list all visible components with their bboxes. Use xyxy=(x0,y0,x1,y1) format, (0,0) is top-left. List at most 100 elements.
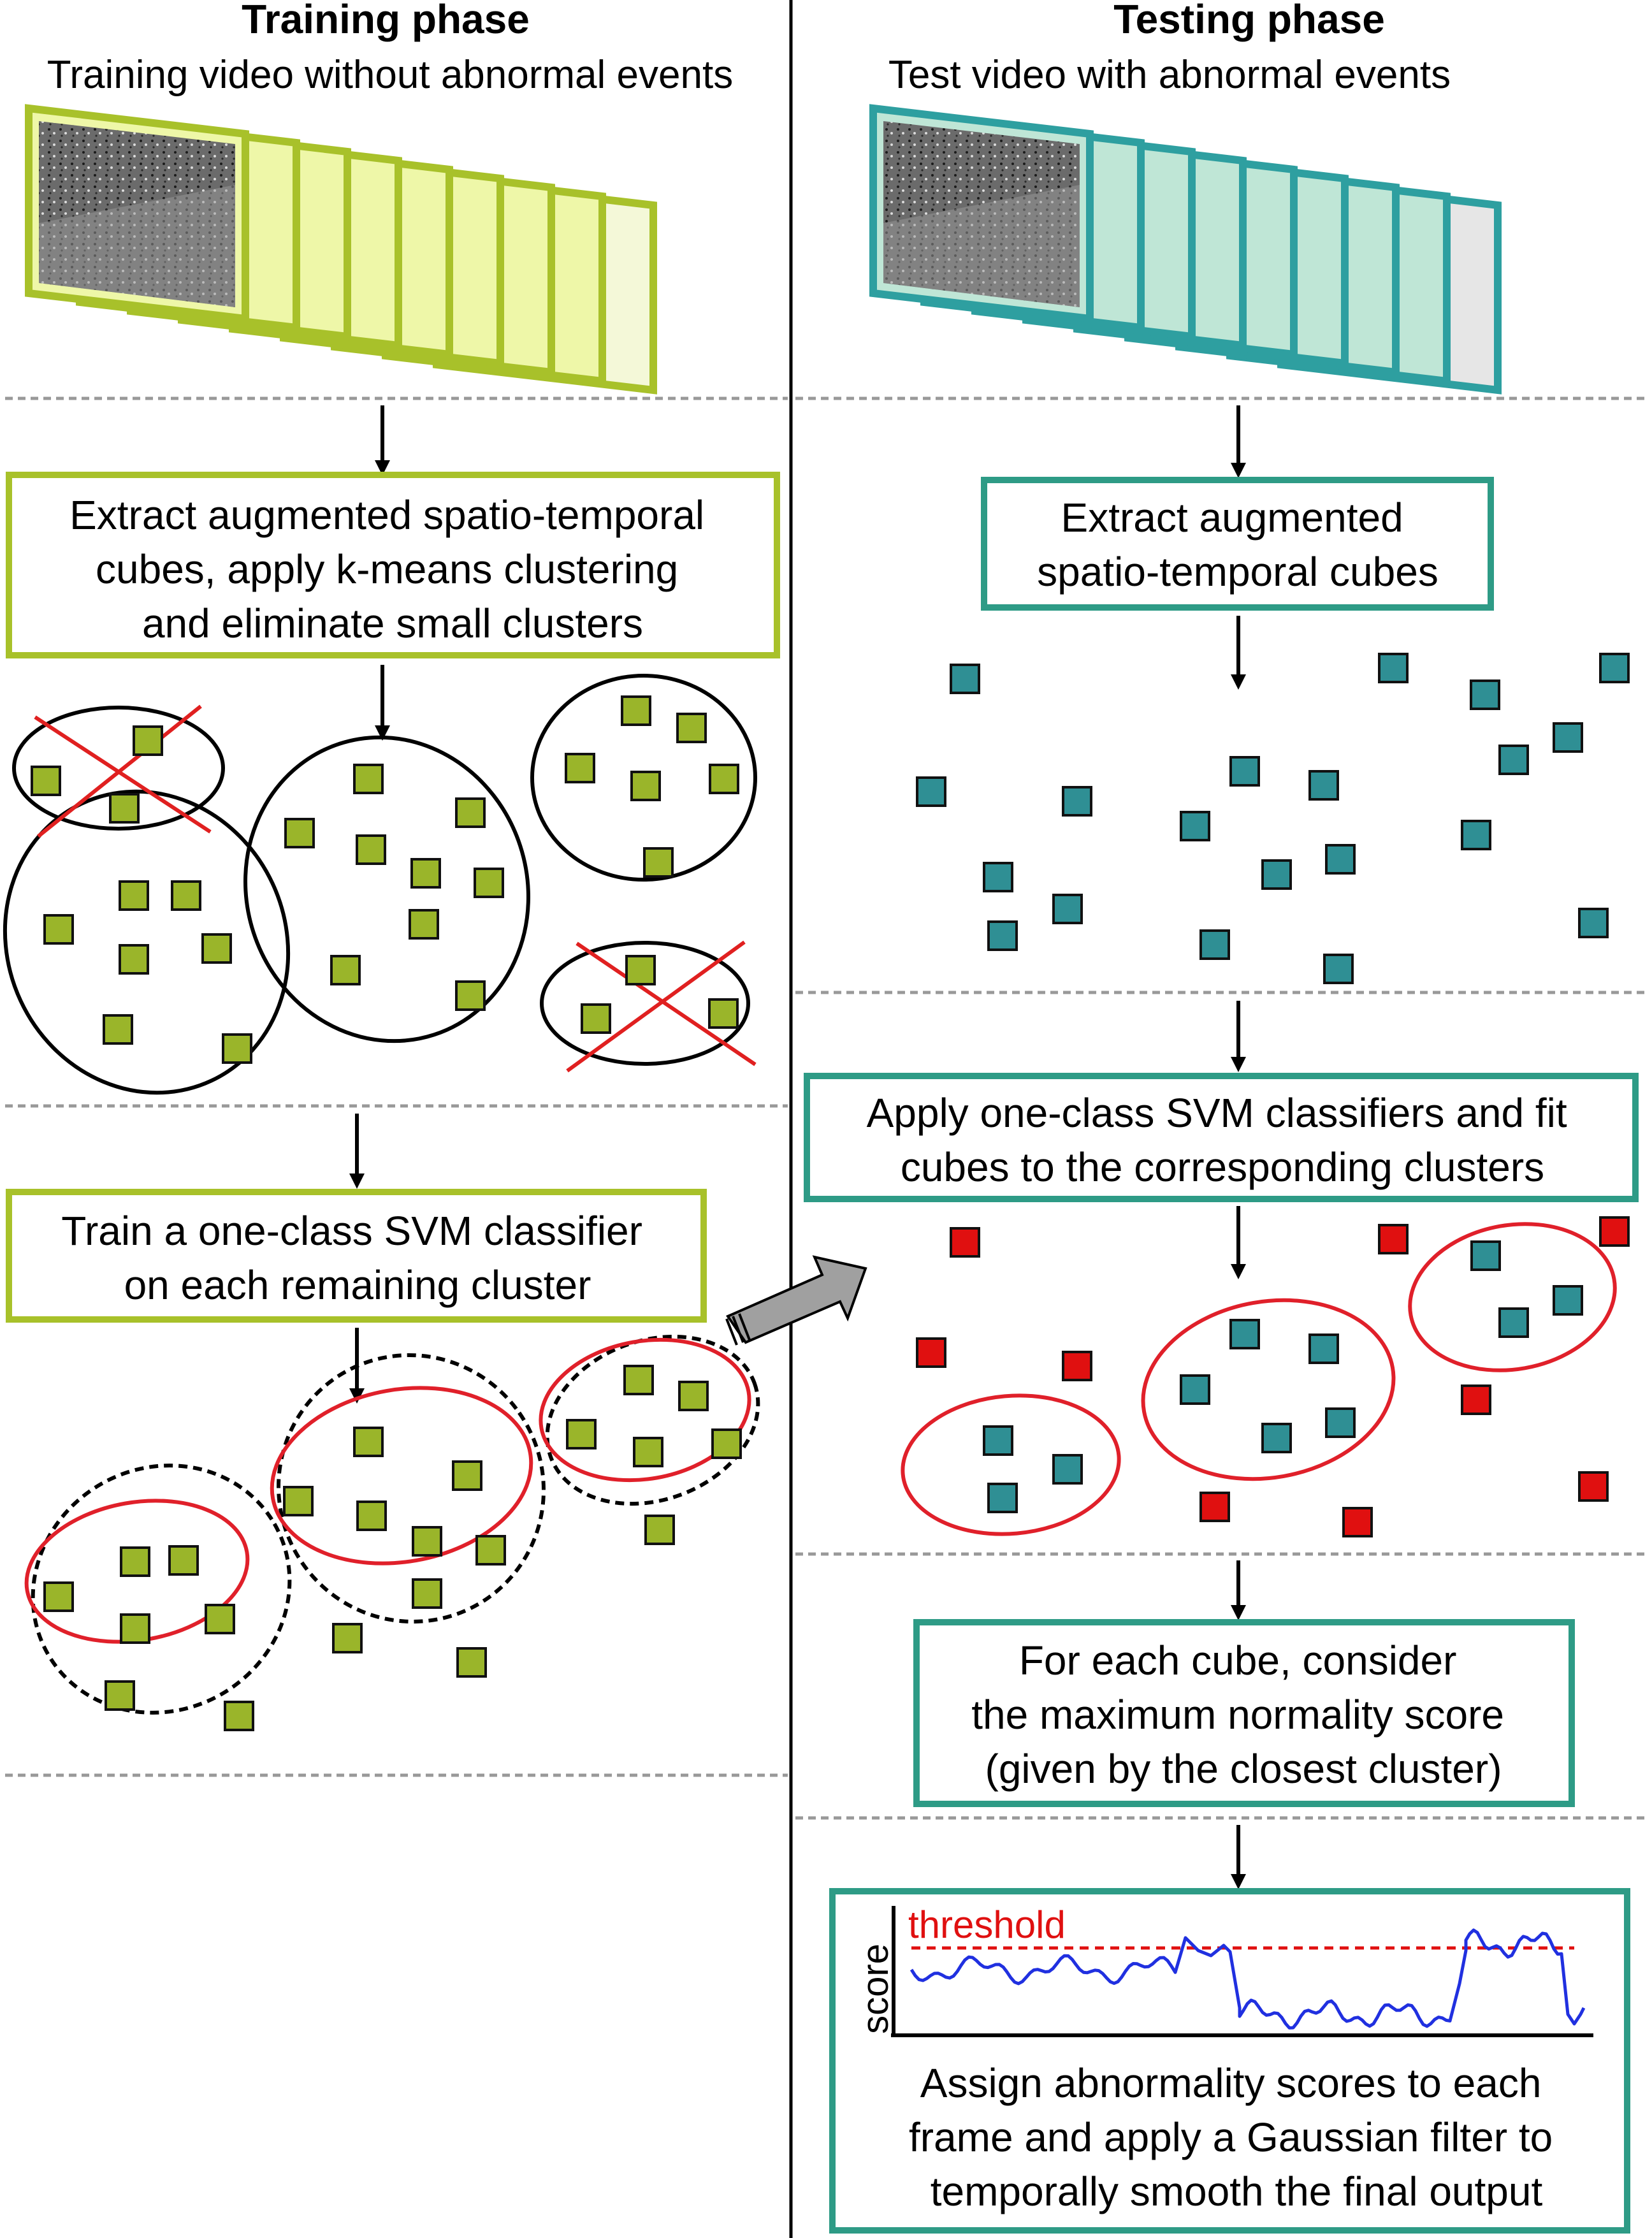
video-frame xyxy=(869,104,1094,323)
cube-square xyxy=(581,1003,611,1034)
cube-square xyxy=(1261,859,1292,890)
cube-square xyxy=(1599,1216,1630,1247)
test-video-frames xyxy=(869,104,1502,395)
cube-square xyxy=(623,1365,654,1395)
cube-square xyxy=(983,862,1013,892)
cube-square xyxy=(332,1623,363,1653)
cube-square xyxy=(987,1483,1018,1513)
train-step1-text: Extract augmented spatio-temporal cubes,… xyxy=(69,492,716,646)
cube-square xyxy=(119,944,149,975)
cube-square xyxy=(630,771,661,801)
test-step2-box xyxy=(804,1073,1639,1202)
test-fitted-clusters xyxy=(901,1222,1617,1536)
cube-square xyxy=(1378,653,1409,683)
cluster-top-right xyxy=(530,674,757,882)
plot-y-label: score xyxy=(855,1944,896,2034)
threshold-label: threshold xyxy=(908,1903,1066,1946)
cube-square xyxy=(1553,722,1583,753)
cube-square xyxy=(409,909,439,940)
cube-square xyxy=(133,725,163,756)
abnormal-cubes xyxy=(916,1216,1630,1537)
cube-square xyxy=(1323,954,1354,984)
cube-square xyxy=(1342,1507,1373,1537)
cube-square xyxy=(676,713,707,743)
test-step3-box xyxy=(913,1619,1575,1807)
cube-square xyxy=(916,776,946,807)
cube-square xyxy=(643,847,674,878)
train-cubes-kmeans xyxy=(31,695,739,1064)
cube-square xyxy=(330,955,361,985)
cube-square xyxy=(916,1337,946,1368)
score-curve xyxy=(909,1928,1586,2030)
cube-square xyxy=(452,1460,482,1491)
cube-square xyxy=(1308,770,1339,801)
cube-square xyxy=(708,998,739,1029)
cube-square xyxy=(353,764,384,794)
test-cubes xyxy=(916,653,1630,984)
cube-square xyxy=(1325,1407,1356,1438)
testing-subheader: Test video with abnormal events xyxy=(888,53,1451,97)
test-step2-text: Apply one-class SVM classifiers and fit … xyxy=(867,1090,1579,1190)
test-step1-text: Extract augmented spatio-temporal cubes xyxy=(1037,495,1438,595)
cube-square xyxy=(1553,1285,1583,1316)
cube-square xyxy=(621,695,651,726)
cube-square xyxy=(201,933,232,964)
cube-square xyxy=(456,1647,487,1678)
cube-square xyxy=(1599,653,1630,683)
test-cubes-fitted xyxy=(983,1240,1583,1513)
cluster-middle xyxy=(243,735,530,1043)
eliminated-cluster-crosses xyxy=(34,704,757,1073)
cube-square xyxy=(1461,1384,1491,1415)
cube-square xyxy=(475,1535,506,1566)
stage-separators xyxy=(5,396,1648,1820)
cube-square xyxy=(1062,1351,1092,1381)
cube-square xyxy=(455,980,486,1011)
training-subheader: Training video without abnormal events xyxy=(47,53,733,97)
train-step2-text: Train a one-class SVM classifier on each… xyxy=(61,1208,653,1308)
cube-square xyxy=(43,914,74,945)
flow-arrows xyxy=(349,405,1246,1889)
transfer-arrow xyxy=(725,1255,867,1346)
cube-square xyxy=(1199,929,1230,960)
cube-square xyxy=(950,1227,980,1258)
cube-square xyxy=(1470,679,1500,710)
cube-square xyxy=(1199,1492,1230,1522)
train-kmeans-clusters xyxy=(3,674,757,1095)
cube-square xyxy=(283,1486,314,1516)
cube-square xyxy=(120,1546,150,1577)
cube-square xyxy=(983,1425,1013,1456)
cube-square xyxy=(412,1578,442,1609)
test-step1-box xyxy=(981,477,1494,611)
cube-square xyxy=(1308,1333,1339,1364)
train-step1-box xyxy=(6,472,780,658)
cube-square xyxy=(284,818,315,848)
score-plot: score threshold xyxy=(855,1903,1593,2037)
training-video-frames xyxy=(25,104,657,395)
test-step4-text: Assign abnormality scores to each frame … xyxy=(909,2060,1564,2214)
cube-square xyxy=(353,1427,384,1457)
cube-square xyxy=(1498,1307,1529,1338)
cube-square xyxy=(1229,756,1260,787)
cube-square xyxy=(356,834,386,865)
cube-square xyxy=(105,1680,135,1711)
cube-square xyxy=(1461,820,1491,850)
cube-square xyxy=(1498,745,1529,775)
cube-square xyxy=(709,764,739,794)
cube-square xyxy=(31,766,61,796)
cube-square xyxy=(168,1545,199,1576)
cube-square xyxy=(950,664,980,694)
cube-square xyxy=(356,1500,387,1531)
cube-square xyxy=(412,1526,442,1557)
cube-square xyxy=(1052,894,1083,924)
cube-square xyxy=(224,1701,254,1731)
cube-square xyxy=(109,793,140,824)
cube-square xyxy=(455,797,486,828)
cube-square xyxy=(644,1515,675,1545)
cube-square xyxy=(633,1437,663,1467)
cube-square xyxy=(1062,786,1092,817)
cube-square xyxy=(566,1419,597,1450)
cube-square xyxy=(1261,1423,1292,1453)
cube-square xyxy=(1052,1454,1083,1485)
cube-square xyxy=(1578,1471,1609,1502)
